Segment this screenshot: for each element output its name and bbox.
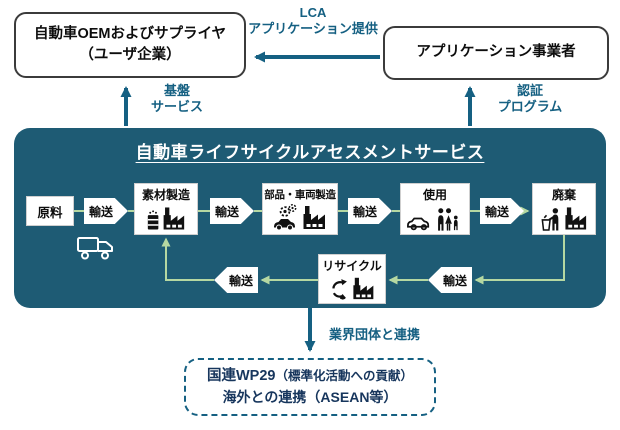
un-wp29-subtitle: （標準化活動への貢献） <box>275 368 413 383</box>
transport-label: 輸送 <box>214 204 239 219</box>
transport-label: 輸送 <box>484 204 509 219</box>
transport-label: 輸送 <box>228 273 253 288</box>
car-gears-factory-icon <box>274 204 325 231</box>
foundation-line2: サービス <box>150 99 203 115</box>
transport-label: 輸送 <box>442 273 467 288</box>
recycle-factory-icon <box>332 277 374 300</box>
node-disposal: 廃棄 <box>532 183 596 235</box>
foundation-line1: 基盤 <box>163 83 190 98</box>
overseas-cooperation-line: 海外との連携（ASEAN等） <box>222 389 398 406</box>
truck-icon <box>77 237 113 260</box>
material-mfg-label: 素材製造 <box>141 188 190 202</box>
node-material-mfg: 素材製造 <box>134 183 198 235</box>
drum-factory-icon <box>147 207 185 230</box>
international-cooperation-box: 国連WP29（標準化活動への貢献） 海外との連携（ASEAN等） <box>184 358 436 416</box>
person-trash-factory-icon <box>541 207 587 231</box>
node-parts-vehicle-mfg: 部品・車両製造 <box>262 183 338 235</box>
industry-link-label: 業界団体と連携 <box>329 327 421 342</box>
node-use: 使用 <box>400 183 470 235</box>
certification-line1: 認証 <box>516 83 543 98</box>
lca-provide-line2: アプリケーション提供 <box>248 21 378 37</box>
node-recycle: リサイクル <box>318 254 386 304</box>
lca-provide-label: LCA アプリケーション提供 <box>242 5 384 38</box>
car-family-icon <box>407 208 458 231</box>
node-raw-material: 原料 <box>26 196 74 226</box>
application-provider-label: アプリケーション事業者 <box>416 44 576 61</box>
parts-vehicle-mfg-label: 部品・車両製造 <box>264 189 336 201</box>
recycle-label: リサイクル <box>322 259 382 273</box>
certification-line2: プログラム <box>497 99 563 115</box>
oem-supplier-box: 自動車OEMおよびサプライヤ （ユーザ企業） <box>14 12 246 78</box>
certification-program-label: 認証 プログラム <box>492 83 568 116</box>
oem-supplier-line1: 自動車OEMおよびサプライヤ <box>33 25 227 42</box>
un-wp29-title: 国連WP29 <box>206 367 276 384</box>
panel-title: 自動車ライフサイクルアセスメントサービス <box>135 143 485 162</box>
lca-provide-line1: LCA <box>299 5 327 20</box>
disposal-label: 廃棄 <box>551 188 576 202</box>
foundation-service-label: 基盤 サービス <box>144 83 210 116</box>
raw-material-label: 原料 <box>37 205 63 220</box>
use-label: 使用 <box>422 188 447 202</box>
oem-supplier-line2: （ユーザ企業） <box>79 47 181 63</box>
application-provider-box: アプリケーション事業者 <box>383 26 609 80</box>
transport-label: 輸送 <box>88 204 113 219</box>
transport-label: 輸送 <box>352 204 377 219</box>
